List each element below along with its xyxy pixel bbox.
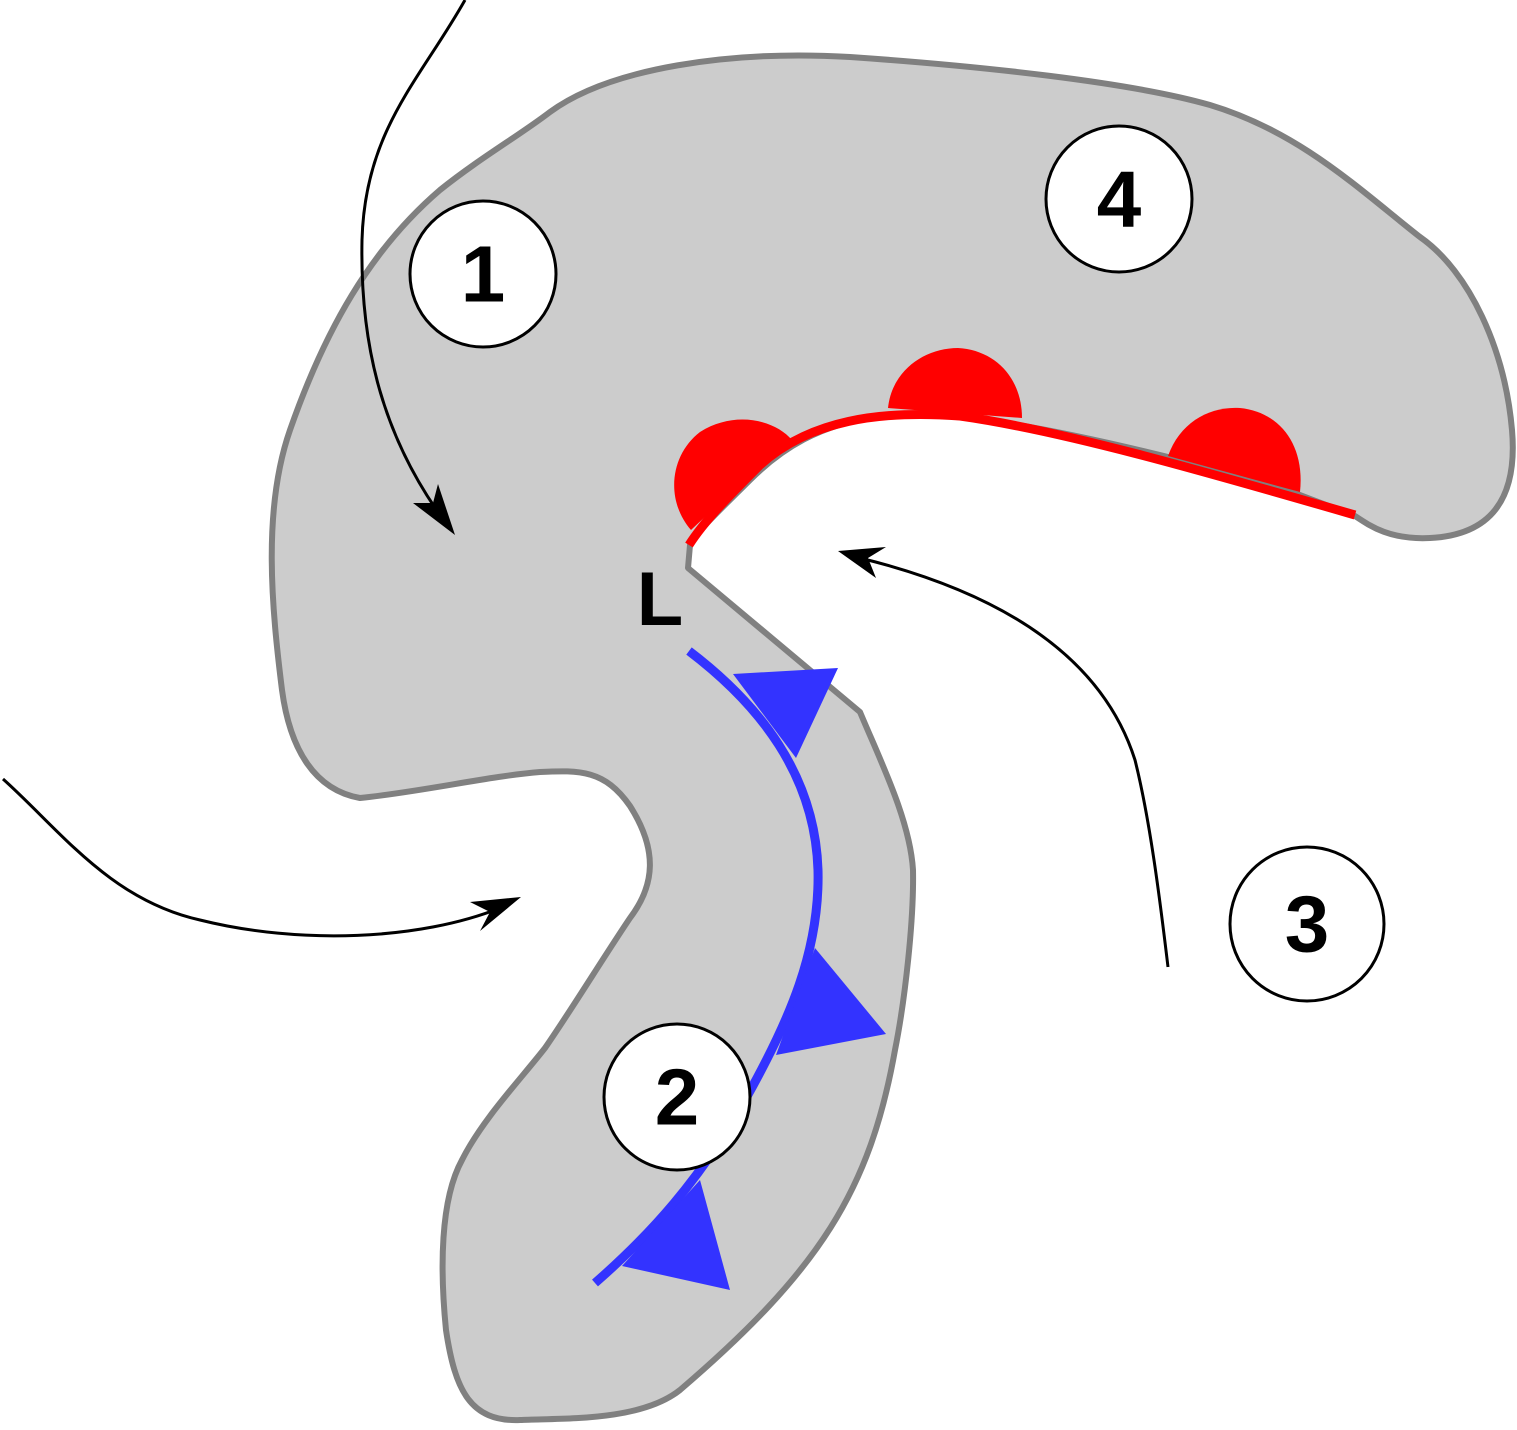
region-marker-label: 3	[1285, 880, 1330, 969]
airflow-arrows	[1, 0, 1170, 968]
region-marker-1: 1	[408, 199, 558, 349]
warm-front	[674, 348, 1357, 548]
airflow-arrow-west	[1, 777, 501, 938]
semicircle-icon	[674, 419, 792, 530]
region-marker-label: 4	[1097, 155, 1142, 244]
cold-front-line	[592, 647, 823, 1287]
semicircle-icon	[888, 348, 1022, 418]
arrow-icon	[470, 897, 521, 931]
region-marker-2: 2	[602, 1022, 752, 1172]
arrow-icon	[838, 547, 886, 578]
airflow-arrow-north	[360, 0, 467, 516]
triangle-icon	[622, 1180, 730, 1290]
cold-front	[592, 647, 886, 1290]
region-marker-label: 1	[461, 230, 506, 319]
arrow-icon	[413, 484, 455, 535]
low-pressure-label: L	[637, 557, 683, 642]
region-marker-3: 3	[1228, 845, 1386, 1003]
region-marker-label: 2	[655, 1053, 700, 1142]
triangle-icon	[776, 948, 886, 1055]
airflow-arrow-southeast	[859, 556, 1170, 968]
region-marker-4: 4	[1044, 124, 1194, 274]
warm-front-line	[685, 409, 1357, 548]
semicircle-icon	[1168, 407, 1301, 492]
triangle-icon	[733, 668, 838, 758]
